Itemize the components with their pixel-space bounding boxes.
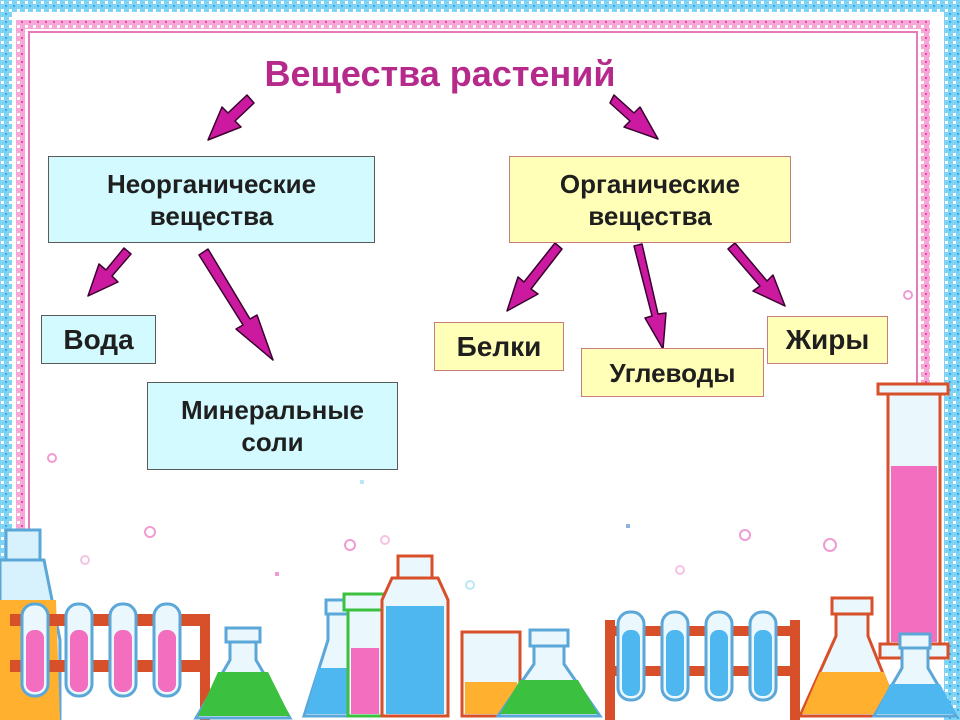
flask-pink-green (342, 592, 388, 718)
node-mineral-salts: Минеральные соли (147, 382, 398, 470)
test-tube-rack-right (605, 610, 800, 720)
flask-blue-right (871, 632, 959, 718)
node-inorganic-line2: вещества (149, 200, 274, 231)
arrow-organic-to-carbs (633, 243, 667, 350)
arrow-organic-to-fats (727, 242, 786, 307)
node-minerals-line1: Минеральные (180, 395, 364, 425)
flask-green (193, 626, 293, 720)
node-water-label: Вода (63, 323, 134, 355)
node-minerals-line2: соли (241, 427, 304, 457)
arrow-inorganic-to-minerals (198, 248, 274, 361)
node-fats: Жиры (767, 316, 888, 364)
arrow-title-to-organic (609, 94, 659, 140)
diagram-title: Вещества растений (264, 53, 616, 94)
node-fats-label: Жиры (785, 324, 870, 355)
arrow-title-to-inorganic (207, 94, 255, 141)
node-organic-substances: Органические вещества (509, 156, 791, 243)
node-proteins-label: Белки (456, 330, 542, 362)
node-inorganic-line1: Неорганические (106, 168, 317, 199)
node-carbs-label: Углеводы (609, 357, 736, 388)
node-proteins: Белки (434, 322, 564, 371)
sparkles (47, 290, 913, 590)
graduated-cylinder (876, 382, 950, 660)
arrow-organic-to-proteins (506, 242, 563, 312)
arrows (87, 94, 786, 361)
flask-green-center (495, 628, 603, 718)
arrow-inorganic-to-water (87, 247, 132, 297)
node-inorganic-substances: Неорганические вещества (48, 156, 375, 243)
node-organic-line1: Органические (559, 168, 741, 199)
node-water: Вода (41, 315, 156, 364)
node-carbohydrates: Углеводы (581, 348, 764, 397)
node-organic-line2: вещества (588, 200, 712, 231)
bottle-blue (380, 554, 450, 718)
test-tube-rack-left (10, 602, 210, 720)
